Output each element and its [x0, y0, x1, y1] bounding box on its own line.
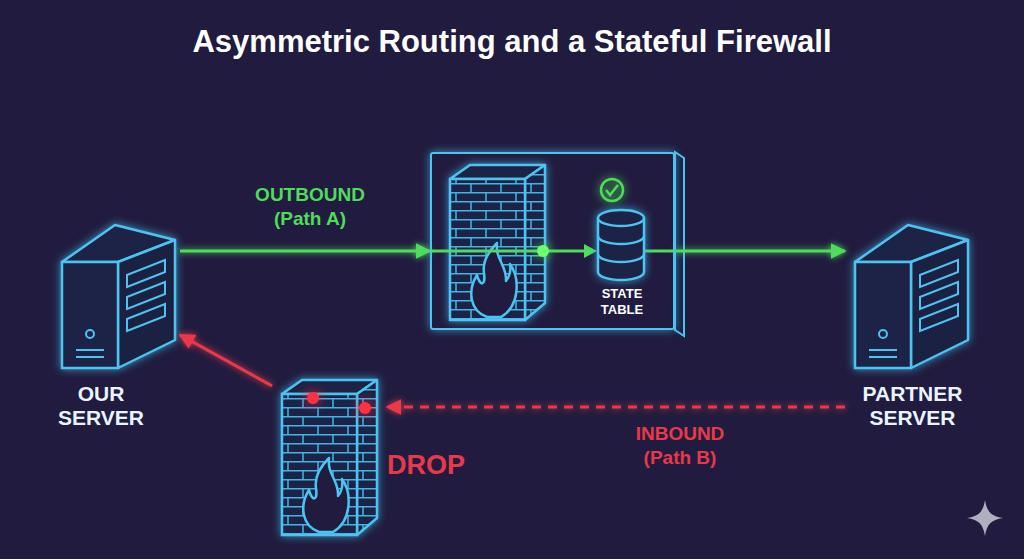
flow-arrow	[387, 406, 845, 409]
box-depth	[675, 152, 684, 336]
node-label: OUR SERVER	[55, 382, 147, 430]
flow-arrow	[180, 335, 272, 386]
drop-dot	[307, 392, 371, 414]
server-node: PARTNER SERVER	[845, 222, 980, 435]
table-label: STATE TABLE	[586, 286, 658, 318]
sparkle-mark	[967, 500, 1003, 536]
edge-label: OUTBOUND (Path A)	[250, 183, 370, 231]
flow-arrow	[180, 249, 430, 252]
node-label: PARTNER SERVER	[845, 382, 980, 430]
firewall-icon	[282, 380, 377, 535]
pass-dot	[537, 245, 549, 257]
edge-label: INBOUND (Path B)	[620, 422, 740, 470]
server-icon	[62, 225, 175, 368]
drop-label: DROP	[387, 450, 477, 480]
flow-arrow	[675, 249, 845, 252]
server-icon	[855, 225, 968, 368]
diagram-title: Asymmetric Routing and a Stateful Firewa…	[0, 24, 1024, 60]
check-icon	[601, 179, 623, 201]
firewall-icon	[450, 165, 545, 320]
database-icon	[598, 210, 644, 280]
firewall-box: STATE TABLE	[430, 152, 675, 330]
firewall-node: DROP	[272, 378, 387, 536]
arrow-head	[584, 244, 597, 258]
server-node: OUR SERVER	[55, 222, 180, 435]
